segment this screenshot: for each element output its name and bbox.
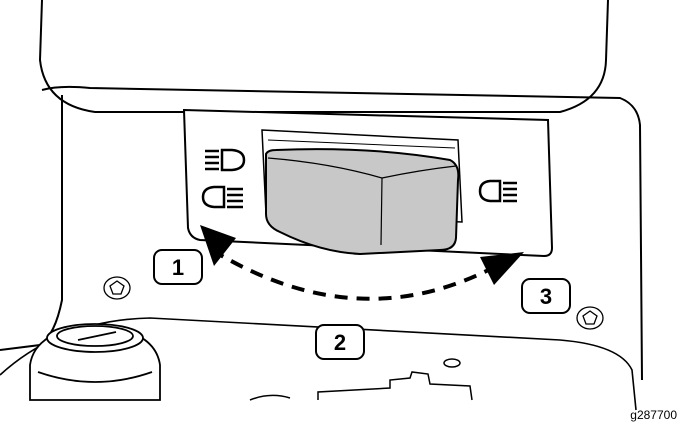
screw-left-icon [103,276,131,300]
low-beam-icon [201,185,243,209]
callout-2: 2 [315,324,365,360]
arrowhead-left [200,225,236,266]
figure-id: g287700 [630,408,677,422]
rocker-switch [265,148,460,256]
travel-arrow [210,248,501,301]
low-beam-right-icon [478,179,517,203]
arrowhead-right [480,252,524,285]
seat-cover [38,0,609,113]
console-left-edge [0,95,63,351]
svg-text:2: 2 [334,330,346,355]
console-panel [41,85,643,381]
svg-text:1: 1 [172,255,184,280]
fuel-cap [29,323,161,401]
callout-1: 1 [153,249,203,285]
screw-right-icon [576,306,604,330]
lower-bracket [249,358,473,401]
high-beam-icon [205,148,246,172]
callout-3: 3 [521,278,571,314]
svg-text:3: 3 [540,284,552,309]
